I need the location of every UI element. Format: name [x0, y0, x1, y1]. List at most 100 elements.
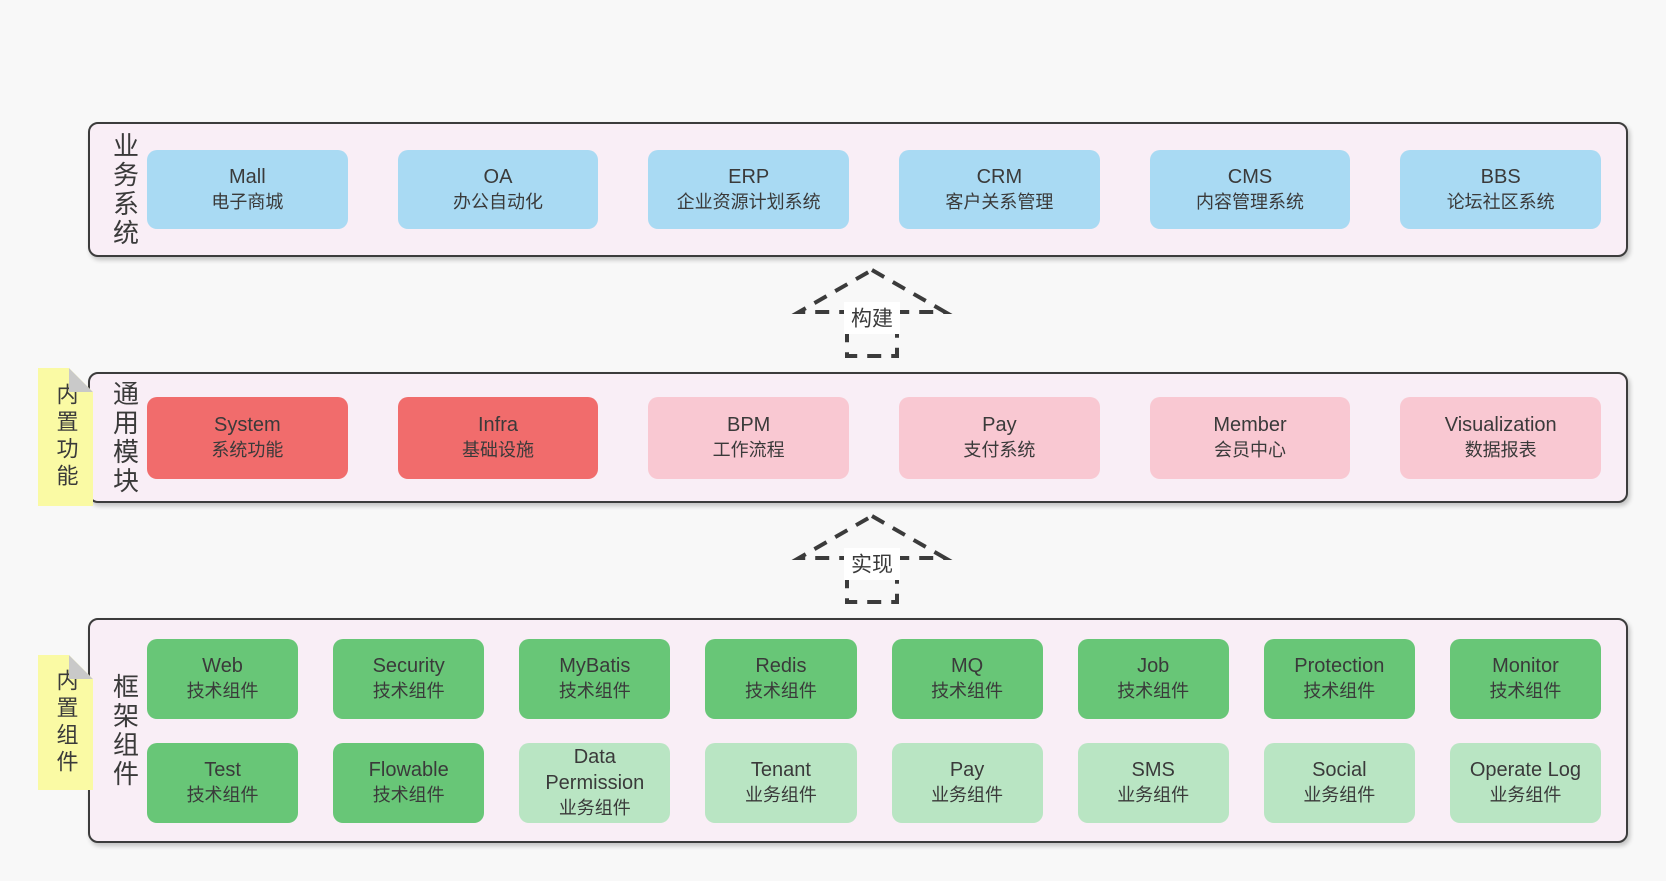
box-operate-log: Operate Log 业务组件 — [1449, 742, 1601, 823]
box-tenant: Tenant 业务组件 — [705, 742, 857, 823]
box-title: Security — [372, 655, 445, 677]
box-data-permission: Data Permission 业务组件 — [519, 742, 671, 823]
box-subtitle: 业务组件 — [744, 785, 817, 805]
box-title: Monitor — [1492, 655, 1559, 677]
box-test: Test 技术组件 — [147, 742, 299, 823]
box-subtitle: 技术组件 — [1489, 681, 1562, 701]
band-framework-components: 框架组件 Web 技术组件 Security 技术组件 MyBatis 技术组件… — [88, 618, 1628, 843]
box-bbs: BBS 论坛社区系统 — [1400, 150, 1602, 229]
box-crm: CRM 客户关系管理 — [899, 150, 1100, 229]
sticky-note-built-in-features: 内置功能 — [38, 368, 93, 506]
box-subtitle: 技术组件 — [931, 681, 1004, 701]
box-subtitle: 会员中心 — [1214, 440, 1287, 460]
box-title: MyBatis — [559, 655, 631, 677]
box-title: Flowable — [368, 759, 449, 781]
box-oa: OA 办公自动化 — [397, 150, 599, 229]
box-title: Data Permission — [545, 746, 645, 794]
box-title: Test — [204, 759, 241, 781]
box-title: Pay — [949, 759, 985, 781]
box-title: BBS — [1480, 166, 1521, 188]
box-subtitle: 技术组件 — [558, 681, 631, 701]
arrow-build-outline — [791, 267, 953, 358]
box-cms: CMS 内容管理系统 — [1149, 150, 1351, 229]
band-modules-content: System 系统功能 Infra 基础设施 BPM 工作流程 Pay 支付系统… — [147, 374, 1602, 501]
box-title: CMS — [1227, 166, 1273, 188]
box-security: Security 技术组件 — [333, 638, 485, 719]
box-visualization: Visualization 数据报表 — [1400, 396, 1602, 479]
box-subtitle: 技术组件 — [744, 681, 817, 701]
box-title: Mall — [229, 166, 266, 188]
arrow-implement: 实现 — [791, 513, 953, 604]
box-mq: MQ 技术组件 — [891, 638, 1043, 719]
box-mybatis: MyBatis 技术组件 — [519, 638, 671, 719]
box-subtitle: 支付系统 — [963, 440, 1036, 460]
box-subtitle: 内容管理系统 — [1196, 192, 1305, 212]
box-title: System — [213, 414, 281, 436]
band-components-content: Web 技术组件 Security 技术组件 MyBatis 技术组件 Redi… — [147, 620, 1601, 841]
arrow-build-label-bg — [844, 302, 900, 334]
box-subtitle: 技术组件 — [186, 681, 259, 701]
box-subtitle: 办公自动化 — [453, 192, 543, 212]
box-subtitle: 数据报表 — [1464, 440, 1537, 460]
box-title: Operate Log — [1469, 759, 1582, 781]
box-title: Infra — [477, 414, 519, 436]
band-label-framework-components: 框架组件 — [109, 672, 140, 789]
sticky-note-label: 内置功能 — [53, 383, 79, 491]
box-title: Member — [1213, 414, 1287, 436]
box-title: Visualization — [1444, 414, 1557, 436]
box-sms: SMS 业务组件 — [1077, 742, 1229, 823]
box-subtitle: 客户关系管理 — [945, 192, 1054, 212]
box-mall: Mall 电子商城 — [147, 150, 348, 229]
band-components-row-1: Web 技术组件 Security 技术组件 MyBatis 技术组件 Redi… — [147, 638, 1601, 719]
band-modules-row: System 系统功能 Infra 基础设施 BPM 工作流程 Pay 支付系统… — [147, 396, 1602, 479]
box-monitor: Monitor 技术组件 — [1449, 638, 1601, 719]
box-subtitle: 基础设施 — [462, 440, 534, 460]
band-label-common-modules: 通用模块 — [109, 379, 140, 496]
band-business-row: Mall 电子商城 OA 办公自动化 ERP 企业资源计划系统 CRM 客户关系… — [147, 150, 1602, 229]
box-title: Tenant — [750, 759, 811, 781]
box-subtitle: 技术组件 — [372, 785, 445, 805]
box-job: Job 技术组件 — [1077, 638, 1229, 719]
box-subtitle: 技术组件 — [1117, 681, 1190, 701]
box-redis: Redis 技术组件 — [705, 638, 857, 719]
box-subtitle: 业务组件 — [1117, 785, 1190, 805]
sticky-note-label: 内置组件 — [53, 668, 79, 777]
box-subtitle: 业务组件 — [1489, 785, 1562, 805]
box-infra: Infra 基础设施 — [397, 396, 599, 479]
box-subtitle: 工作流程 — [712, 440, 785, 460]
band-business-systems: 业务系统 Mall 电子商城 OA 办公自动化 ERP 企业资源计划系统 CRM… — [88, 122, 1628, 257]
arrow-build-label: 构建 — [851, 308, 893, 331]
box-subtitle: 系统功能 — [211, 440, 284, 460]
box-subtitle: 论坛社区系统 — [1446, 192, 1555, 212]
arrow-build: 构建 — [791, 267, 953, 358]
box-title: OA — [483, 166, 513, 188]
box-pay-business: Pay 业务组件 — [891, 742, 1043, 823]
box-subtitle: 业务组件 — [558, 798, 631, 818]
arrow-implement-outline — [791, 513, 953, 604]
arrow-implement-label-bg — [844, 548, 900, 580]
box-title: SMS — [1131, 759, 1175, 781]
box-subtitle: 业务组件 — [1303, 785, 1376, 805]
box-title: CRM — [976, 166, 1023, 188]
box-subtitle: 电子商城 — [211, 192, 284, 212]
box-title: Social — [1312, 759, 1367, 781]
box-title: Job — [1137, 655, 1170, 677]
box-subtitle: 技术组件 — [186, 785, 259, 805]
box-bpm: BPM 工作流程 — [648, 396, 850, 479]
box-title: ERP — [728, 166, 770, 188]
arrow-implement-label: 实现 — [851, 554, 893, 577]
box-web: Web 技术组件 — [147, 638, 299, 719]
box-title: Protection — [1294, 655, 1385, 677]
box-title: Web — [202, 655, 243, 677]
band-common-modules: 通用模块 System 系统功能 Infra 基础设施 BPM 工作流程 Pay… — [88, 372, 1628, 503]
band-label-business-systems: 业务系统 — [109, 131, 140, 248]
band-business-content: Mall 电子商城 OA 办公自动化 ERP 企业资源计划系统 CRM 客户关系… — [147, 124, 1602, 255]
box-pay: Pay 支付系统 — [899, 396, 1100, 479]
box-title: BPM — [727, 414, 771, 436]
box-subtitle: 技术组件 — [1303, 681, 1376, 701]
sticky-note-built-in-components: 内置组件 — [38, 655, 93, 790]
box-title: Pay — [982, 414, 1017, 436]
box-flowable: Flowable 技术组件 — [333, 742, 485, 823]
box-system: System 系统功能 — [147, 396, 348, 479]
box-protection: Protection 技术组件 — [1263, 638, 1415, 719]
